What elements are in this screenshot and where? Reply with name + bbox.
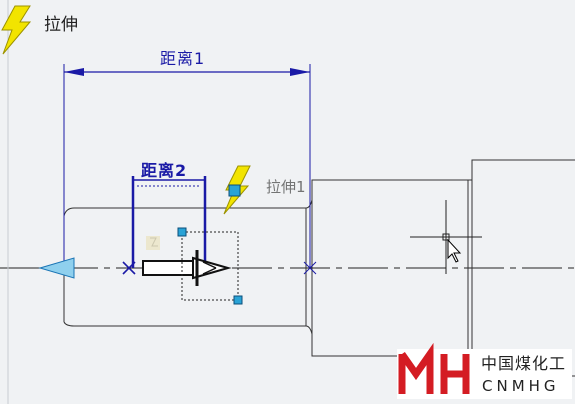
feature-title: 拉伸 <box>44 15 78 35</box>
dimension-2[interactable] <box>131 176 207 268</box>
ghost-feature-icon <box>146 236 160 250</box>
drag-arrow[interactable] <box>142 250 232 286</box>
resize-handle[interactable] <box>233 295 243 305</box>
lightning-icon <box>1 5 32 55</box>
dimension-1[interactable] <box>63 64 311 268</box>
ghost-feature-label: 拉伸1 <box>266 178 306 196</box>
lightning-icon[interactable] <box>223 165 251 215</box>
endpoint-marker <box>122 261 136 275</box>
dimension-2-label[interactable]: 距离2 <box>141 161 188 180</box>
selection-box <box>181 231 239 301</box>
dimension-1-label[interactable]: 距离1 <box>160 49 206 68</box>
logo-mark <box>397 342 572 399</box>
logo-text-en: CNMHG <box>482 377 560 395</box>
crosshair-cursor <box>410 200 482 274</box>
endpoint-marker <box>303 261 317 275</box>
resize-handle[interactable] <box>177 227 187 237</box>
logo-text-cn: 中国煤化工 <box>481 354 567 373</box>
direction-arrow-handle[interactable] <box>38 257 75 279</box>
